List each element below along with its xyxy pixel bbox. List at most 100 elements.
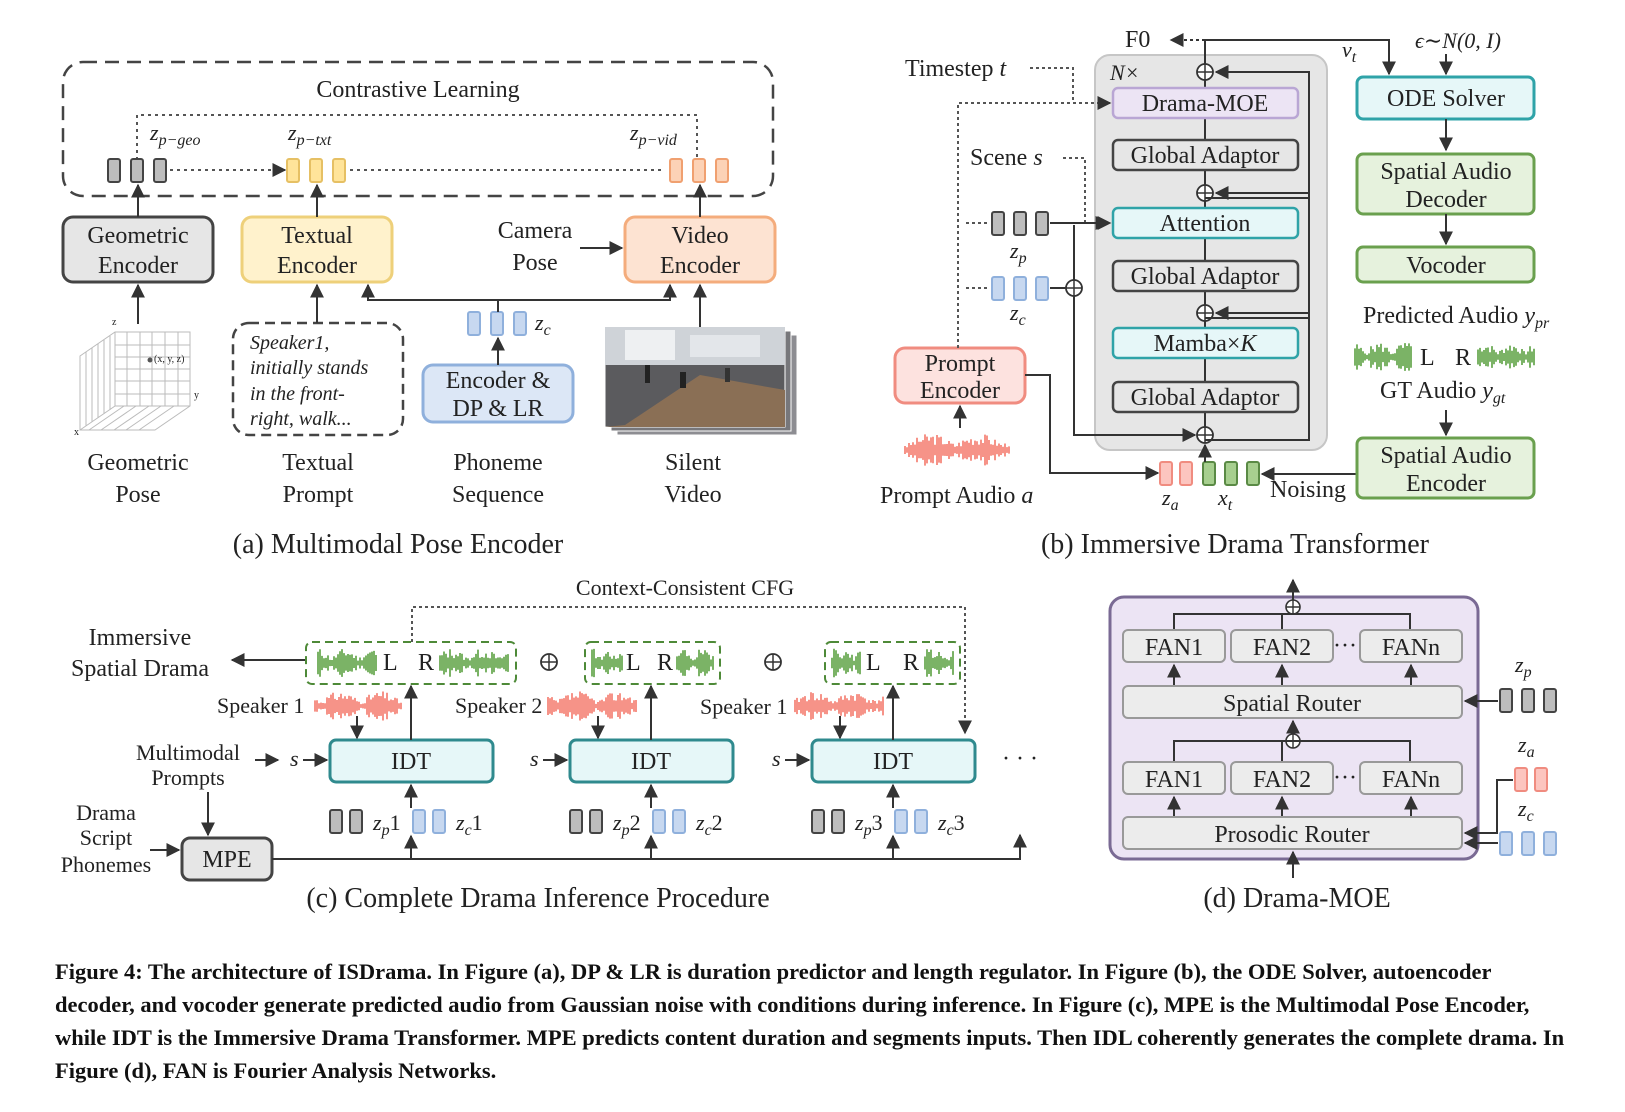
idt-label-1: IDT <box>391 749 431 775</box>
zc3-label: zc3 <box>937 810 965 839</box>
ode-solver-label: ODE Solver <box>1387 86 1505 112</box>
waveform-path <box>904 434 1010 466</box>
prompt-audio-label: Prompt Audio a <box>880 483 1033 509</box>
sae-box <box>1355 436 1536 500</box>
zc-label-b: zc <box>1009 300 1026 329</box>
z-geo-embedding <box>107 158 167 183</box>
geometric-pose-cube <box>79 331 191 431</box>
noise-label: ϵ∼N(0, I) <box>1415 28 1501 53</box>
panel-d: FAN1 FAN2 ··· FANn Spatial Router FAN1 F… <box>1108 578 1557 914</box>
mamba-label: Mamba×K <box>1154 331 1259 357</box>
drama-moe-label: Drama-MOE <box>1142 91 1269 117</box>
caption-a: (a) Multimodal Pose Encoder <box>233 529 564 560</box>
global-adaptor-label-2: Global Adaptor <box>1131 264 1280 290</box>
waveform-path <box>317 649 377 677</box>
cond-to-bottom-add <box>1073 296 1197 442</box>
z-geo-label: zp−geo <box>149 120 200 149</box>
stereo-wave-2r <box>676 649 714 677</box>
waveform-path <box>924 649 954 677</box>
zp2-label: zp2 <box>612 810 641 839</box>
global-adaptor-box-2 <box>1111 259 1300 293</box>
moe-top-add <box>1285 599 1301 615</box>
zp1-label: zp1 <box>372 810 401 839</box>
fann-top <box>1359 629 1463 663</box>
stereo-r-3: R <box>903 650 919 676</box>
waveform-path <box>439 649 509 677</box>
zc-label: zc <box>534 310 551 339</box>
panel-b: N× F0 Drama-MOE Global Adaptor Attention… <box>880 27 1550 560</box>
zpzc-group-1 <box>329 809 446 834</box>
stereo-l-1: L <box>383 650 398 676</box>
caption-c: (c) Complete Drama Inference Procedure <box>306 883 769 914</box>
cube-point-label: (x, y, z) <box>154 354 184 365</box>
waveform-path <box>591 648 623 678</box>
zp3-label: zp3 <box>854 810 883 839</box>
arrow-zc-text-encoder <box>361 283 499 312</box>
fan2-bottom-label: FAN2 <box>1253 767 1311 793</box>
global-adaptor-box-3 <box>1111 380 1300 414</box>
zp-label-b: zp <box>1009 238 1027 267</box>
mpe-bus <box>272 833 1027 860</box>
za-label-b: za <box>1161 485 1179 514</box>
stereo-wave-2l <box>591 648 623 678</box>
za-embedding-d <box>1514 767 1548 792</box>
zc1-label: zc1 <box>455 810 483 839</box>
mamba-box <box>1111 326 1300 360</box>
stereo-wave-1r <box>439 649 509 677</box>
fan1-bottom <box>1122 761 1226 795</box>
fan-dots-bottom: ··· <box>1333 765 1357 791</box>
vt-label: vt <box>1342 37 1357 66</box>
phoneme-encoder-label: Encoder &DP & LR <box>446 368 551 422</box>
gt-audio-wave-left <box>1354 343 1412 371</box>
stereo-wave-3l <box>831 648 861 678</box>
panel-a: Contrastive Learning zp−geo zp−txt zp−vi… <box>61 60 798 560</box>
fan1-bottom-label: FAN1 <box>1145 767 1203 793</box>
fan2-top-label: FAN2 <box>1253 635 1311 661</box>
stereo-wave-1l <box>317 649 377 677</box>
za-to-pr <box>1463 779 1513 840</box>
xt-label: xt <box>1217 485 1233 514</box>
stereo-r-1: R <box>418 650 434 676</box>
z-txt-label: zp−txt <box>287 120 332 149</box>
stereo-l-3: L <box>866 650 881 676</box>
contrastive-learning-region <box>61 60 775 198</box>
prosodic-router-label: Prosodic Router <box>1214 822 1369 848</box>
prompt-audio-wave <box>904 434 1010 466</box>
stereo-output-1 <box>305 641 517 685</box>
cube-axis-y: y <box>194 390 199 401</box>
z-vid-embedding <box>669 158 729 183</box>
gt-audio-l: L <box>1420 345 1435 371</box>
idt-label-2: IDT <box>631 749 671 775</box>
speaker-label-3: Speaker 1 <box>700 694 787 719</box>
timestep-link <box>1030 67 1112 110</box>
waveform-path <box>1354 343 1412 371</box>
skip-2 <box>1205 186 1310 319</box>
mpe-label: MPE <box>202 847 251 873</box>
arrow-zc-video-encoder <box>497 283 677 312</box>
figure-caption: Figure 4: The architecture of ISDrama. I… <box>55 959 1565 1083</box>
zpzc-group-3 <box>811 809 928 834</box>
fan1-top-label: FAN1 <box>1145 635 1203 661</box>
global-adaptor-label-1: Global Adaptor <box>1131 143 1280 169</box>
stereo-l-2: L <box>626 650 641 676</box>
caption-d: (d) Drama-MOE <box>1203 883 1390 914</box>
zc-embedding <box>467 311 527 336</box>
timestep-label: Timestep t <box>905 56 1007 82</box>
cfg-add-1 <box>540 653 558 671</box>
prosodic-router-box <box>1122 816 1463 850</box>
waveform-path <box>547 691 637 721</box>
noising-label: Noising <box>1270 477 1346 503</box>
